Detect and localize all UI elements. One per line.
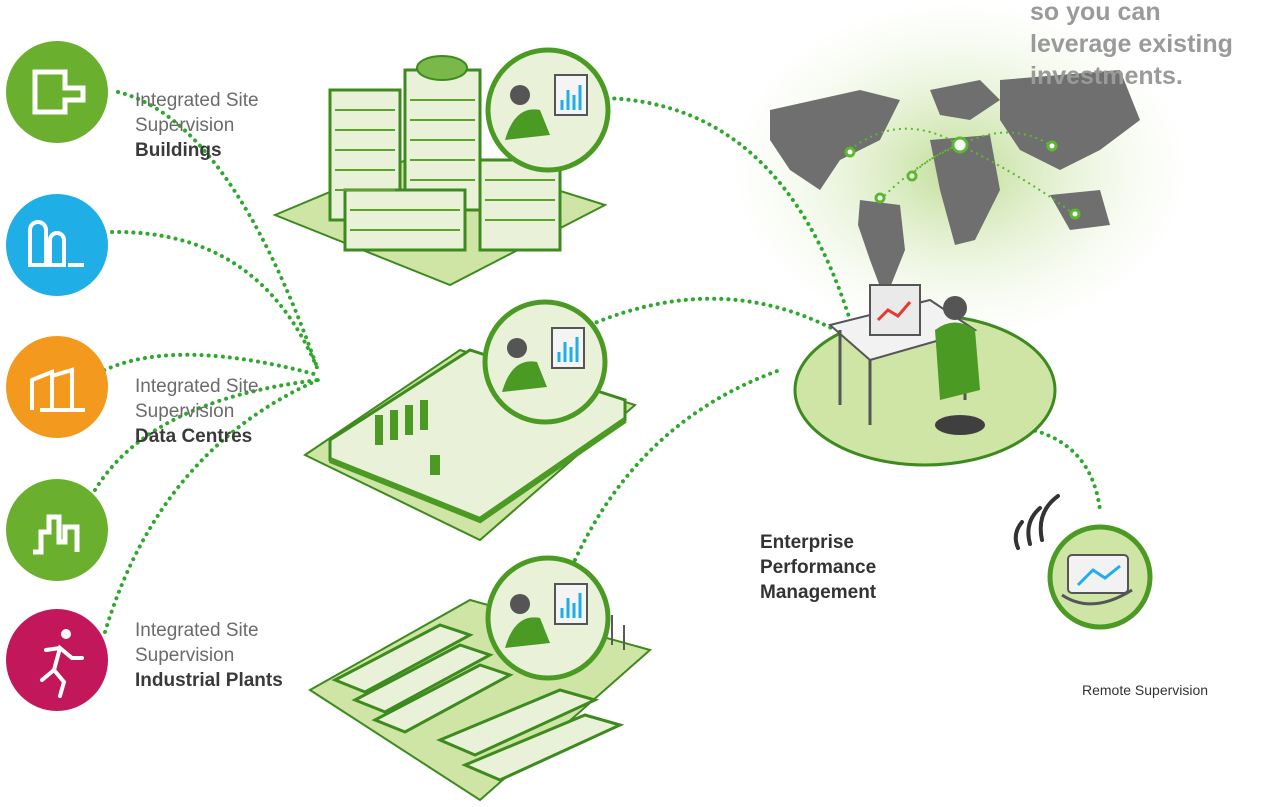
remote-supervision-illustration xyxy=(1047,524,1153,630)
label-line-1: Integrated Site xyxy=(135,620,259,641)
label-line-2: Supervision xyxy=(135,115,235,136)
runner-icon xyxy=(6,609,108,711)
tagline-line-2: leverage existing xyxy=(1030,30,1233,58)
operator-bubble-industrial-plants xyxy=(485,555,611,681)
tagline: so you can leverage existing investments… xyxy=(1030,0,1263,92)
operator-bubble-buildings xyxy=(485,47,611,173)
industrial-plants-illustration xyxy=(308,598,653,802)
enterprise-line-3: Management xyxy=(760,582,877,603)
tanks-icon xyxy=(6,194,108,296)
label-line-1: Integrated Site xyxy=(135,90,259,111)
world-map xyxy=(770,70,1140,300)
label-buildings: Integrated Site Supervision Buildings xyxy=(135,88,259,163)
label-remote-supervision: Remote Supervision xyxy=(1082,682,1209,698)
enterprise-line-2: Performance xyxy=(760,557,877,578)
factory-icon xyxy=(6,336,108,438)
label-line-2: Supervision xyxy=(135,645,235,666)
city-icon xyxy=(6,479,108,581)
label-site-name: Data Centres xyxy=(135,426,253,447)
building-icon xyxy=(6,41,108,143)
map-nodes xyxy=(844,136,1081,220)
label-site-name: Buildings xyxy=(135,140,222,161)
label-enterprise: Enterprise Performance Management xyxy=(760,530,960,605)
label-line-2: Supervision xyxy=(135,401,235,422)
enterprise-operator-platform xyxy=(793,284,1057,467)
buildings-illustration xyxy=(272,55,608,287)
label-site-name: Industrial Plants xyxy=(135,670,283,691)
label-data-centres: Integrated Site Supervision Data Centres xyxy=(135,374,259,449)
wifi-icon xyxy=(1013,494,1060,550)
tagline-line-3: investments. xyxy=(1030,62,1183,90)
tagline-line-1: so you can xyxy=(1030,0,1161,26)
label-industrial-plants: Integrated Site Supervision Industrial P… xyxy=(135,618,283,693)
operator-bubble-data-centres xyxy=(482,299,608,425)
enterprise-line-1: Enterprise xyxy=(760,532,854,553)
label-line-1: Integrated Site xyxy=(135,376,259,397)
